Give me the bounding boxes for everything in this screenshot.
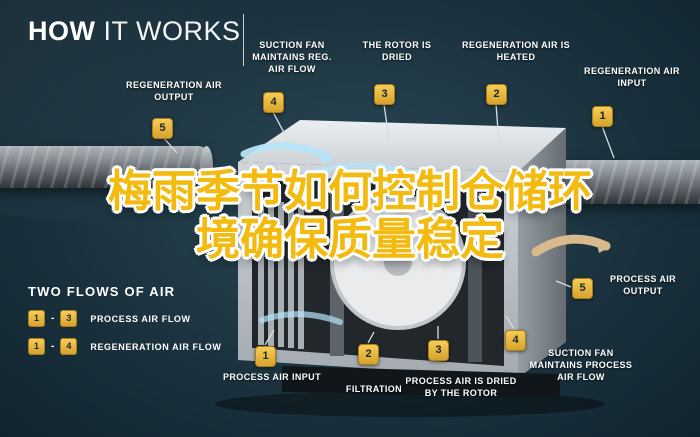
callout-regeneration-air-input: REGENERATION AIR INPUT [584,66,680,88]
legend-label-regeneration: REGENERATION AIR FLOW [90,341,222,352]
legend-badge-to: 3 [60,310,78,327]
callout-suction-fan-process-flow: SUCTION FAN MAINTAINS PROCESS AIR FLOW [529,348,633,382]
headline-overlay: 梅雨季节如何控制仓储环 境确保质量稳定 [0,168,700,263]
headline-line-1: 梅雨季节如何控制仓储环 [108,166,592,217]
badge-process-output-5: 5 [572,278,593,299]
badge-process-dried-3: 3 [428,340,449,361]
process-arrowhead-2 [406,168,418,180]
legend-badge-from: 1 [28,310,45,327]
badge-filtration-2: 2 [358,344,379,365]
page-title: HOW IT WORKS [28,16,241,47]
callout-process-air-output: PROCESS AIR OUTPUT [609,274,677,296]
leader-lines [162,103,615,346]
page-title-strong: HOW [28,16,96,46]
filtration-slats [258,200,304,349]
regeneration-arrowhead [596,239,610,253]
interior-divider-panel-right [468,192,482,362]
callout-process-air-dried: PROCESS AIR IS DRIED BY THE ROTOR [405,376,517,398]
badge-regen-heated-2: 2 [486,84,507,105]
machine-floor-shadow [215,391,605,417]
legend-separator: - [51,313,55,324]
rotor-hub [384,248,412,276]
legend-badge-to: 4 [60,338,78,355]
legend: TWO FLOWS OF AIR 1 - 3 PROCESS AIR FLOW … [28,284,221,355]
badge-regen-output-5: 5 [152,118,173,139]
callout-suction-fan-reg-flow: SUCTION FAN MAINTAINS REG. AIR FLOW [252,40,332,74]
callout-regeneration-air-output: REGENERATION AIR OUTPUT [126,80,222,102]
callout-rotor-is-dried: THE ROTOR IS DRIED [362,40,432,62]
legend-badge-from: 1 [28,338,45,355]
badge-process-input-1: 1 [255,346,276,367]
process-arrowhead-1 [319,151,332,164]
headline-line-2: 境确保质量稳定 [196,213,504,265]
legend-label-process: PROCESS AIR FLOW [90,313,191,324]
badge-rotor-dried-3: 3 [374,84,395,105]
machine-top-face [238,120,566,172]
callout-process-air-input: PROCESS AIR INPUT [223,372,321,382]
badge-suction-reg-4: 4 [263,92,284,113]
legend-row-process: 1 - 3 PROCESS AIR FLOW [28,310,221,327]
title-divider [243,14,244,66]
badge-suction-process-4: 4 [505,330,526,351]
machine-base [282,366,560,398]
badge-regen-input-1: 1 [592,106,613,127]
callout-regeneration-air-heated: REGENERATION AIR IS HEATED [461,40,571,62]
legend-row-regeneration: 1 - 4 REGENERATION AIR FLOW [28,338,221,355]
page-title-light: IT WORKS [95,16,241,46]
legend-separator: - [51,341,55,352]
left-duct-pipe [0,146,213,188]
legend-heading: TWO FLOWS OF AIR [28,284,176,299]
callout-filtration: FILTRATION [345,384,403,394]
